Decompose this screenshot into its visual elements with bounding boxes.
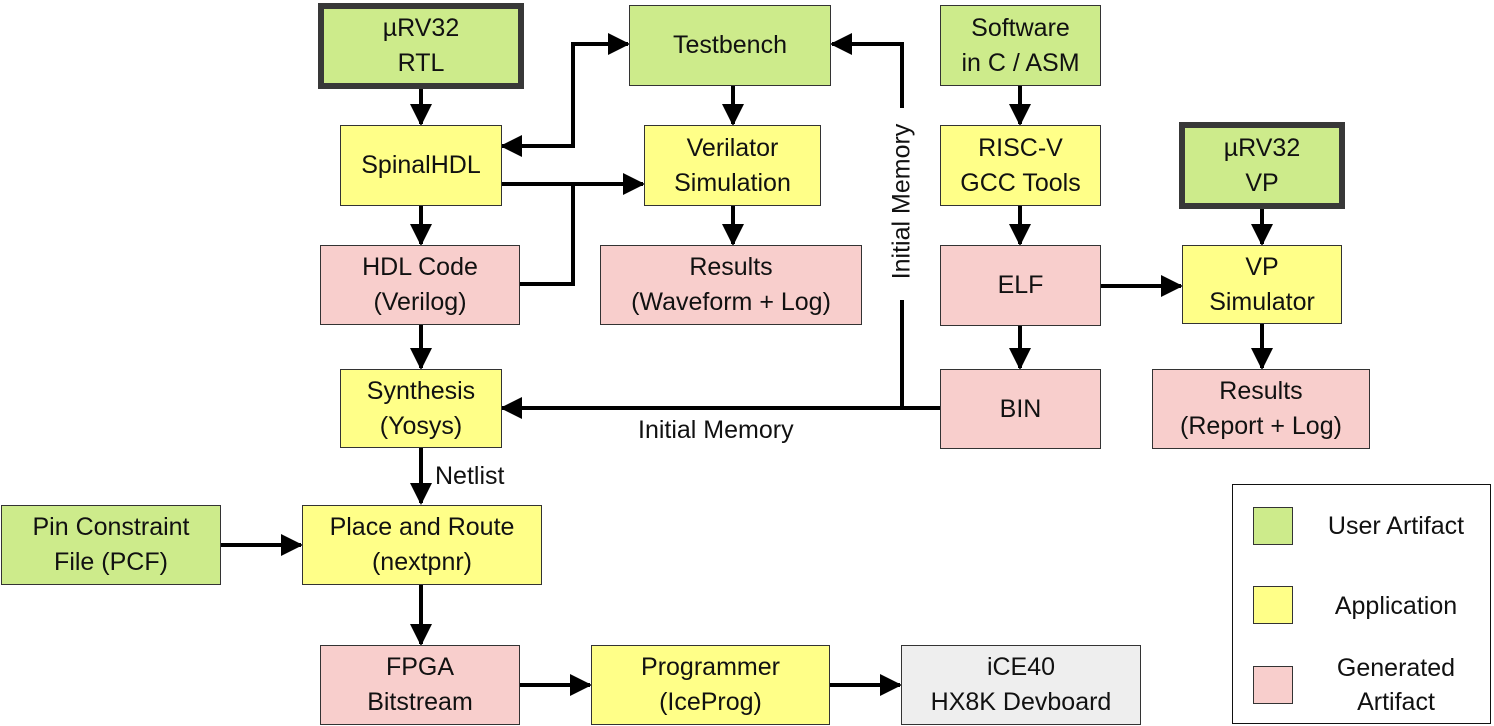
urv32-rtl-node: µRV32 RTL [318,3,524,89]
legend: User Artifact Application Generated Arti… [1232,484,1491,724]
netlist-label: Netlist [435,462,505,490]
verilator-node: Verilator Simulation [644,125,821,206]
bin-node: BIN [940,369,1101,449]
riscv-gcc-node: RISC-V GCC Tools [940,125,1101,206]
arrow-spinal-testbench [520,33,630,148]
legend-swatch-generated-artifact [1253,666,1293,704]
vp-simulator-node: VP Simulator [1182,245,1342,324]
elf-node: ELF [940,245,1101,326]
fpga-bitstream-node: FPGA Bitstream [320,645,520,725]
pcf-node: Pin Constraint File (PCF) [1,505,221,585]
place-route-node: Place and Route (nextpnr) [302,505,542,585]
legend-swatch-user-artifact [1253,507,1293,545]
hdl-code-node: HDL Code (Verilog) [320,245,520,325]
legend-label-user-artifact: User Artifact [1327,512,1465,540]
line-hdl-verilator [520,184,575,286]
software-node: Software in C / ASM [940,5,1101,86]
results-waveform-node: Results (Waveform + Log) [600,245,862,325]
arrow-bin-testbench [830,33,904,108]
results-report-node: Results (Report + Log) [1152,369,1370,449]
synthesis-node: Synthesis (Yosys) [340,369,502,448]
spinalhdl-node: SpinalHDL [340,125,502,206]
legend-label-application: Application [1334,592,1458,620]
testbench-node: Testbench [629,5,831,86]
devboard-node: iCE40 HX8K Devboard [901,645,1141,725]
initial-memory-label: Initial Memory [638,416,794,444]
initial-memory-vertical-label: Initial Memory [887,111,917,292]
urv32-vp-node: µRV32 VP [1179,122,1345,209]
programmer-node: Programmer (IceProg) [591,645,830,725]
legend-swatch-application [1253,586,1293,624]
legend-label-generated-artifact: Generated Artifact [1336,654,1456,716]
